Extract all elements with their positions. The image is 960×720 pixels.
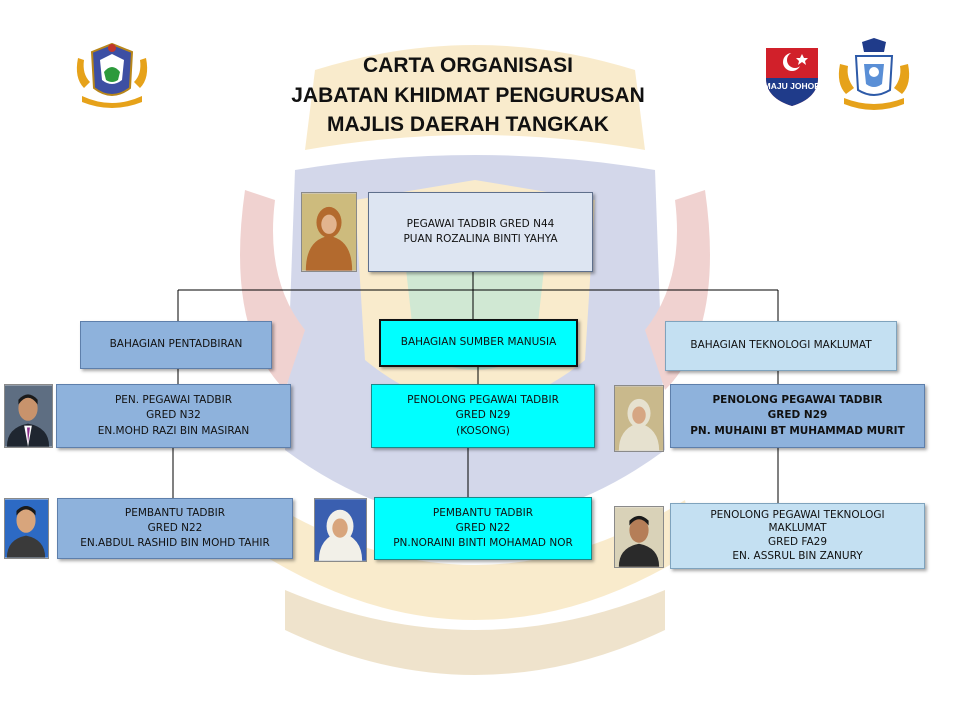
staff-kosong-title: PENOLONG PEGAWAI TADBIR xyxy=(407,394,559,407)
staff-assrul-name: EN. ASSRUL BIN ZANURY xyxy=(732,549,863,562)
staff-kosong-name: (KOSONG) xyxy=(456,424,510,437)
staff-noraini-title: PEMBANTU TADBIR xyxy=(432,506,534,519)
staff-photo-noraini xyxy=(314,498,367,562)
staff-box-kosong: PENOLONG PEGAWAI TADBIR GRED N29 (KOSONG… xyxy=(371,384,595,448)
staff-razi-name: EN.MOHD RAZI BIN MASIRAN xyxy=(97,424,250,437)
chart-title-line2: JABATAN KHIDMAT PENGURUSAN xyxy=(291,84,645,107)
staff-photo-rashid xyxy=(4,498,49,559)
staff-assrul-title-cont: MAKLUMAT xyxy=(768,522,827,535)
chart-title-line3: MAJLIS DAERAH TANGKAK xyxy=(327,113,609,136)
maju-johor-badge: MAJU JOHOR xyxy=(764,48,821,106)
staff-kosong-grade: GRED N29 xyxy=(455,409,511,422)
staff-razi-grade: GRED N32 xyxy=(146,409,201,422)
head-officer-box: PEGAWAI TADBIR GRED N44 PUAN ROZALINA BI… xyxy=(368,192,593,272)
staff-box-razi: PEN. PEGAWAI TADBIR GRED N32 EN.MOHD RAZ… xyxy=(56,384,291,448)
head-officer-name: PUAN ROZALINA BINTI YAHYA xyxy=(403,233,558,245)
staff-rashid-grade: GRED N22 xyxy=(147,521,203,534)
johor-state-crest xyxy=(838,38,910,110)
staff-noraini-name: PN.NORAINI BINTI MOHAMAD NOR xyxy=(393,537,573,550)
dept-sumber-manusia-label: BAHAGIAN SUMBER MANUSIA xyxy=(400,336,557,349)
staff-box-assrul: PENOLONG PEGAWAI TEKNOLOGI MAKLUMAT GRED… xyxy=(670,503,925,569)
staff-razi-title: PEN. PEGAWAI TADBIR xyxy=(114,394,233,407)
maju-johor-badge-text: MAJU JOHOR xyxy=(764,81,821,91)
staff-photo-assrul xyxy=(614,506,664,568)
head-officer-title: PEGAWAI TADBIR GRED N44 xyxy=(406,217,555,230)
staff-box-noraini: PEMBANTU TADBIR GRED N22 PN.NORAINI BINT… xyxy=(374,497,592,560)
staff-noraini-grade: GRED N22 xyxy=(455,521,511,534)
staff-assrul-title: PENOLONG PEGAWAI TEKNOLOGI xyxy=(710,508,885,521)
staff-rashid-name: EN.ABDUL RASHID BIN MOHD TAHIR xyxy=(80,537,270,550)
staff-photo-razi xyxy=(4,384,53,448)
staff-rashid-title: PEMBANTU TADBIR xyxy=(124,506,226,519)
staff-assrul-grade: GRED FA29 xyxy=(767,536,828,548)
dept-pentadbiran-box: BAHAGIAN PENTADBIRAN xyxy=(80,321,272,369)
dept-teknologi-maklumat-label: BAHAGIAN TEKNOLOGI MAKLUMAT xyxy=(690,339,872,352)
head-officer-photo xyxy=(301,192,357,272)
staff-box-rashid: PEMBANTU TADBIR GRED N22 EN.ABDUL RASHID… xyxy=(57,498,293,559)
council-crest-logo xyxy=(76,42,148,108)
staff-photo-muhaini xyxy=(614,385,664,452)
staff-muhaini-title: PENOLONG PEGAWAI TADBIR xyxy=(712,394,883,407)
dept-teknologi-maklumat-box: BAHAGIAN TEKNOLOGI MAKLUMAT xyxy=(665,321,897,371)
staff-box-muhaini: PENOLONG PEGAWAI TADBIR GRED N29 PN. MUH… xyxy=(670,384,925,448)
staff-muhaini-grade: GRED N29 xyxy=(767,409,828,422)
dept-pentadbiran-label: BAHAGIAN PENTADBIRAN xyxy=(109,338,243,351)
chart-title-line1: CARTA ORGANISASI xyxy=(363,54,573,77)
dept-sumber-manusia-box: BAHAGIAN SUMBER MANUSIA xyxy=(379,319,578,367)
staff-muhaini-name: PN. MUHAINI BT MUHAMMAD MURIT xyxy=(690,424,905,437)
